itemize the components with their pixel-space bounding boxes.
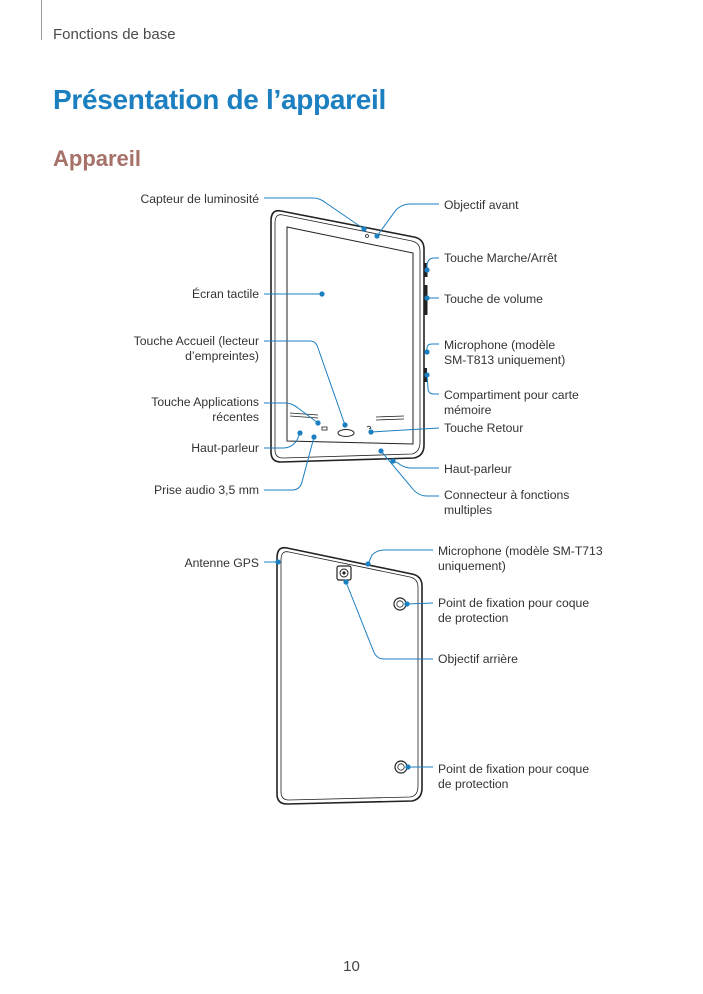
label-microphone-sm-t713: Microphone (modèle SM-T713 uniquement) bbox=[438, 544, 603, 573]
section-header: Fonctions de base bbox=[53, 26, 176, 43]
label-touche-applications: Touche Applications récentes bbox=[151, 395, 259, 424]
label-touche-retour: Touche Retour bbox=[444, 421, 524, 435]
label-objectif-avant: Objectif avant bbox=[444, 198, 519, 212]
label-capteur-luminosite: Capteur de luminosité bbox=[140, 192, 259, 206]
label-haut-parleur-droit: Haut-parleur bbox=[444, 462, 512, 476]
back-callouts bbox=[264, 549, 434, 768]
label-ecran-tactile: Écran tactile bbox=[191, 287, 259, 301]
label-antenne-gps: Antenne GPS bbox=[184, 556, 259, 570]
section-subtitle: Appareil bbox=[53, 146, 142, 171]
tablet-front bbox=[270, 209, 428, 463]
label-microphone-sm-t813: Microphone (modèle SM-T813 uniquement) bbox=[444, 338, 566, 367]
label-touche-marche-arret: Touche Marche/Arrêt bbox=[444, 251, 558, 265]
tablet-back bbox=[276, 546, 423, 805]
label-haut-parleur-gauche: Haut-parleur bbox=[191, 441, 259, 455]
label-prise-audio: Prise audio 3,5 mm bbox=[154, 483, 259, 497]
label-point-fixation-bas: Point de fixation pour coque de protecti… bbox=[438, 762, 590, 791]
label-compartiment-carte: Compartiment pour carte mémoire bbox=[444, 388, 579, 417]
margin-rule bbox=[41, 0, 42, 40]
label-objectif-arriere: Objectif arrière bbox=[438, 652, 518, 666]
label-point-fixation-haut: Point de fixation pour coque de protecti… bbox=[438, 596, 590, 625]
label-touche-accueil: Touche Accueil (lecteur d’empreintes) bbox=[133, 334, 259, 363]
front-callout-dots bbox=[297, 226, 430, 464]
label-touche-volume: Touche de volume bbox=[444, 292, 543, 306]
page-title: Présentation de l’appareil bbox=[53, 84, 386, 115]
label-connecteur-fonctions: Connecteur à fonctions multiples bbox=[444, 488, 570, 517]
page-number: 10 bbox=[343, 958, 360, 975]
back-callout-dots bbox=[275, 559, 411, 770]
